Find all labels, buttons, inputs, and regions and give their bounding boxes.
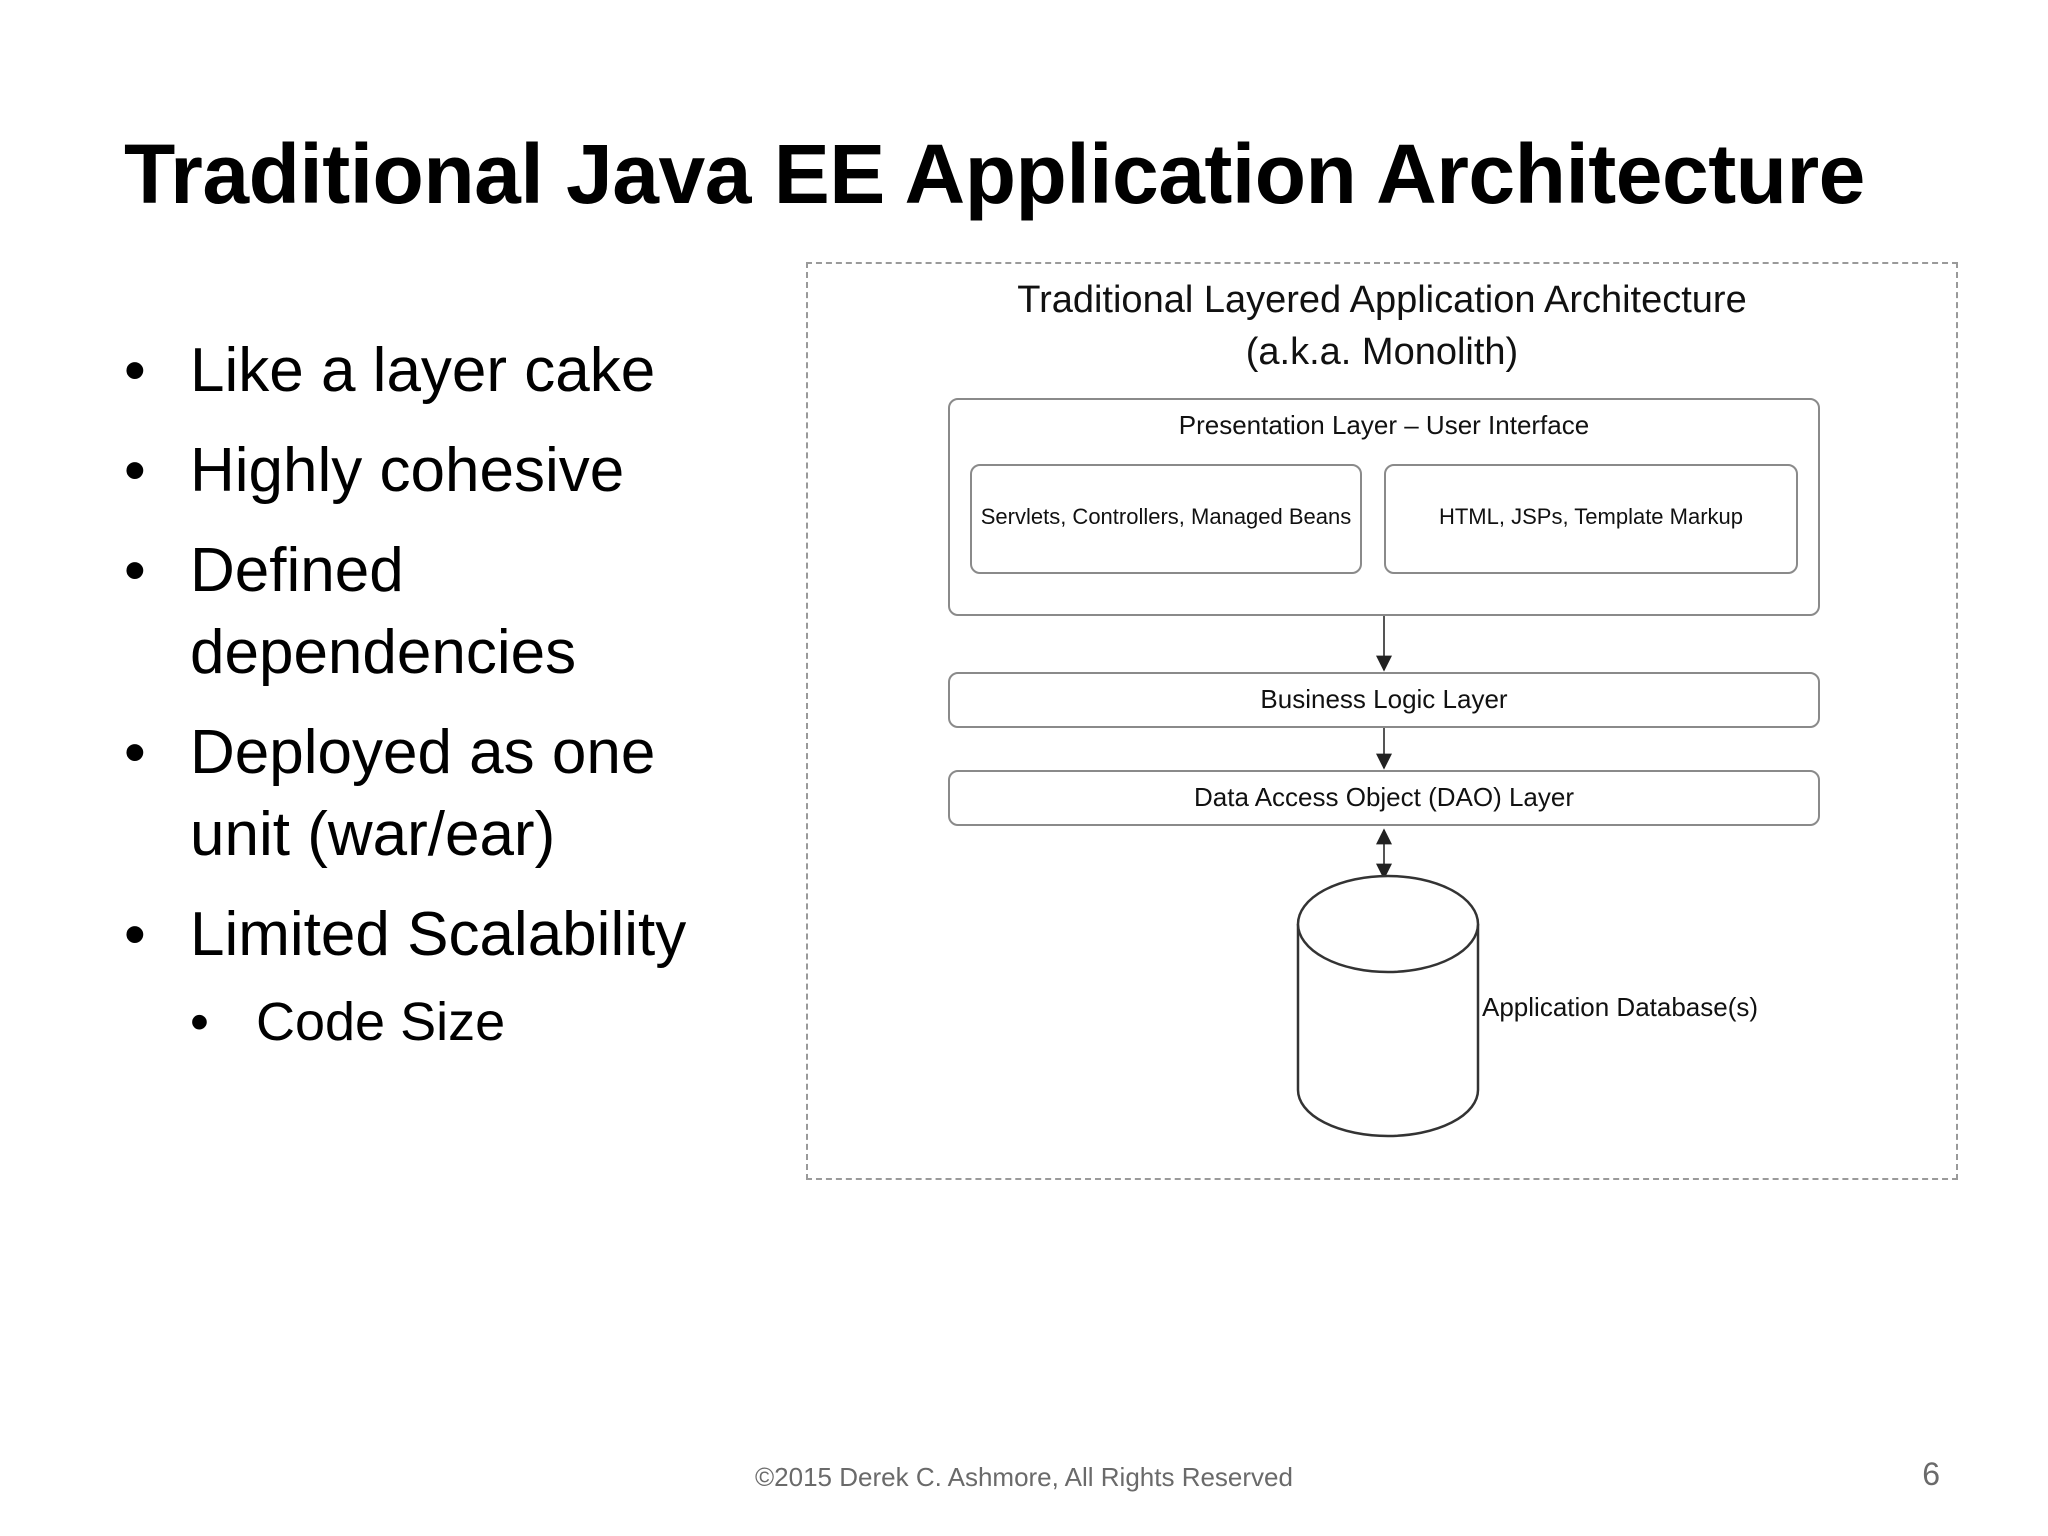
servlets-box: Servlets, Controllers, Managed Beans: [970, 464, 1362, 574]
diagram-connectors: [1296, 616, 1480, 1138]
dao-layer-box: Data Access Object (DAO) Layer: [948, 770, 1820, 826]
copyright-footer: ©2015 Derek C. Ashmore, All Rights Reser…: [755, 1462, 1293, 1492]
dao-layer-label: Data Access Object (DAO) Layer: [1193, 782, 1575, 812]
servlets-label: Servlets, Controllers, Managed Beans: [980, 504, 1352, 529]
page-number: 6: [1922, 1456, 1940, 1492]
bullet-list: Like a layer cake Highly cohesive Define…: [124, 330, 764, 1076]
database-label: Application Database(s): [1482, 992, 1759, 1022]
architecture-diagram: Traditional Layered Application Architec…: [806, 262, 1958, 1180]
business-logic-layer-box: Business Logic Layer: [948, 672, 1820, 728]
bullet-text: Limited Scalability: [190, 900, 687, 969]
diagram-title-line2: (a.k.a. Monolith): [1245, 331, 1519, 373]
diagram-title: Traditional Layered Application Architec…: [808, 274, 1956, 378]
bullet-item: Like a layer cake: [124, 330, 764, 412]
bullet-item: Defined dependencies: [124, 530, 610, 694]
bullet-item: Highly cohesive: [124, 430, 764, 512]
sub-bullet-list: Code Size: [190, 986, 764, 1058]
markup-box: HTML, JSPs, Template Markup: [1384, 464, 1798, 574]
bullet-item: Limited Scalability Code Size: [124, 894, 764, 1058]
presentation-layer-label: Presentation Layer – User Interface: [1178, 410, 1590, 440]
diagram-title-line1: Traditional Layered Application Architec…: [1017, 279, 1747, 321]
bullet-item: Deployed as one unit (war/ear): [124, 712, 690, 876]
slide-title: Traditional Java EE Application Architec…: [124, 127, 1865, 221]
sub-bullet-item: Code Size: [190, 986, 764, 1058]
markup-label: HTML, JSPs, Template Markup: [1438, 504, 1744, 529]
presentation-layer-box: Presentation Layer – User Interface Serv…: [948, 398, 1820, 616]
database-cylinder-icon: [1296, 874, 1480, 1138]
business-logic-layer-label: Business Logic Layer: [1260, 684, 1508, 714]
